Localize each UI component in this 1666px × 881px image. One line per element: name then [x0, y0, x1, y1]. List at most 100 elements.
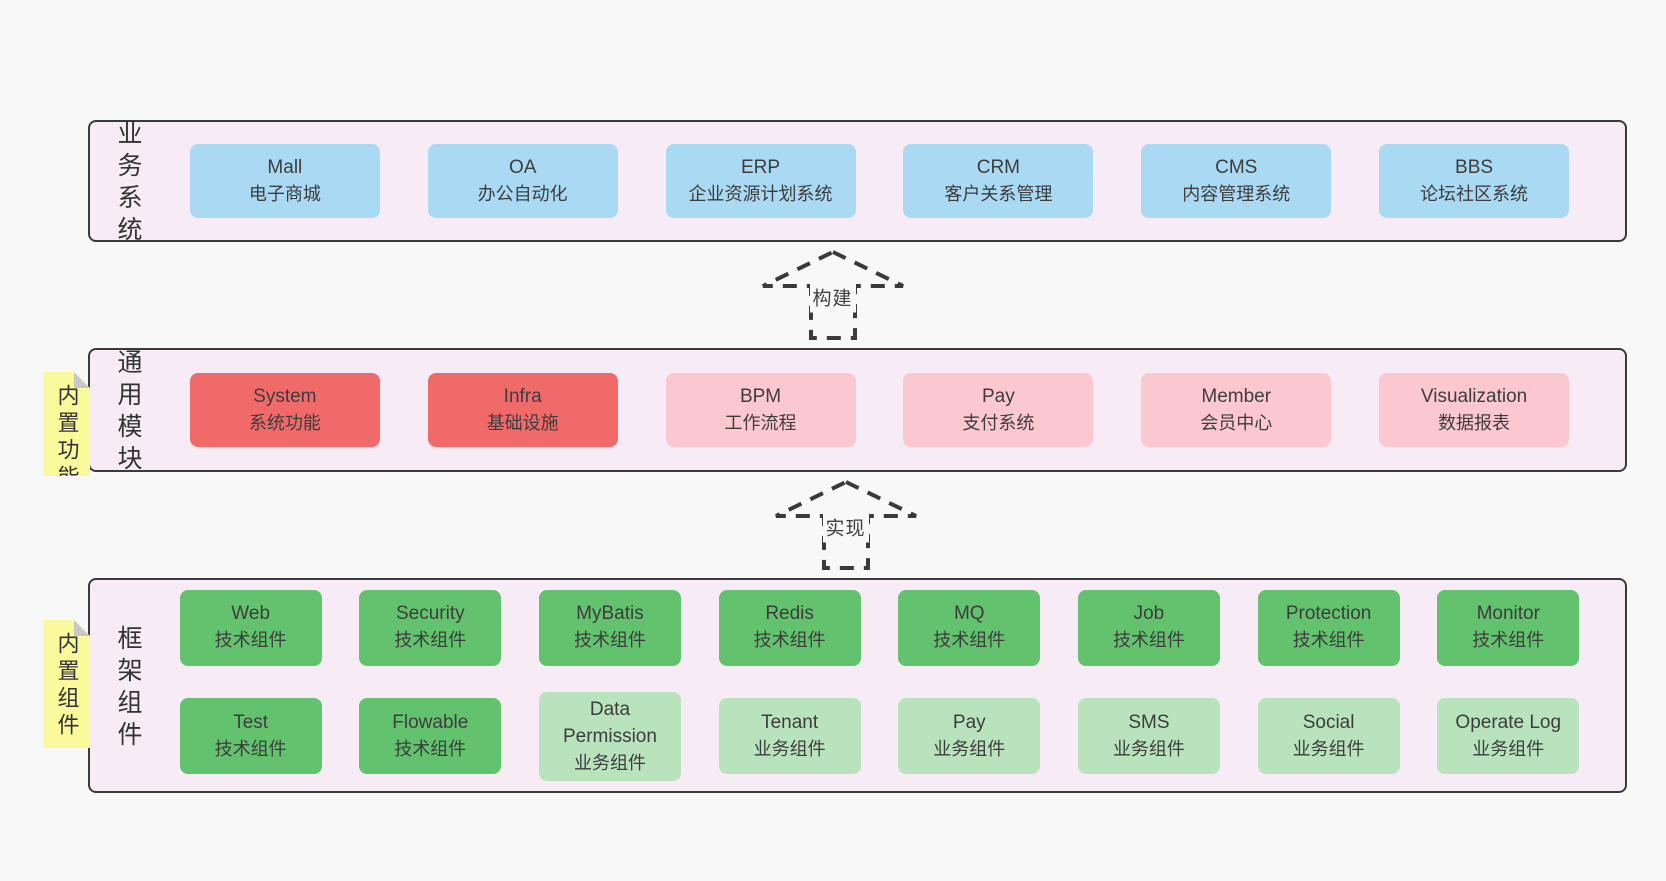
layer-business-systems-cards: Mall 电子商城 OA 办公自动化 ERP 企业资源计划系统 CRM 客户关系… — [142, 122, 1625, 240]
card-title: Infra — [503, 385, 542, 407]
card-title: Operate Log — [1455, 712, 1562, 734]
card-subtitle: 业务组件 — [933, 739, 1006, 760]
card-mall: Mall 电子商城 — [189, 144, 380, 218]
card-subtitle: 技术组件 — [933, 630, 1006, 651]
layer-framework-components-label: 框架组件 — [114, 624, 142, 753]
card-subtitle: 会员中心 — [1200, 412, 1273, 433]
card-bbs: BBS 论坛社区系统 — [1379, 144, 1570, 218]
card-subtitle: 数据报表 — [1438, 412, 1511, 433]
card-subtitle: 技术组件 — [1112, 630, 1185, 651]
card-title: Data Permission — [562, 698, 657, 747]
card-cms: CMS 内容管理系统 — [1141, 144, 1332, 218]
diagram-body: 业务系统 Mall 电子商城 OA 办公自动化 ERP 企业资源计划系统 — [88, 120, 1627, 793]
card-redis: Redis 技术组件 — [718, 589, 861, 666]
card-subtitle: 电子商城 — [248, 183, 321, 204]
arrow-zone-build: 构建 — [88, 242, 1627, 348]
card-title: Flowable — [392, 712, 469, 734]
card-title: System — [253, 385, 317, 407]
sticky-note-text: 内置功能 — [54, 384, 80, 492]
card-row-business: Test 技术组件 Flowable 技术组件 Data Permission … — [142, 691, 1617, 782]
card-title: Monitor — [1476, 603, 1540, 625]
card-title: Pay — [952, 712, 986, 734]
card-subtitle: 论坛社区系统 — [1420, 183, 1529, 204]
card-mq: MQ 技术组件 — [898, 589, 1041, 666]
layer-common-modules-label: 通用模块 — [114, 349, 142, 477]
arrow-zone-implement: 实现 — [88, 472, 1627, 578]
card-flowable: Flowable 技术组件 — [359, 698, 502, 775]
card-sms: SMS 业务组件 — [1077, 698, 1220, 775]
card-title: CMS — [1215, 156, 1258, 178]
card-pay-system: Pay 支付系统 — [903, 373, 1094, 447]
card-subtitle: 技术组件 — [394, 630, 467, 651]
card-erp: ERP 企业资源计划系统 — [665, 144, 856, 218]
card-title: MQ — [953, 603, 985, 625]
dashed-up-arrow-icon — [761, 249, 904, 340]
card-title: Test — [233, 712, 269, 734]
card-tenant: Tenant 业务组件 — [718, 698, 861, 775]
card-subtitle: 业务组件 — [1292, 739, 1365, 760]
card-title: Protection — [1285, 603, 1372, 625]
layer-common-modules: 内置功能 通用模块 System 系统功能 Infra 基础设施 BPM 工作流… — [88, 348, 1627, 472]
card-title: Redis — [765, 603, 814, 625]
card-title: Security — [395, 603, 465, 625]
sticky-note-built-in-components: 内置组件 — [43, 620, 90, 748]
card-web: Web 技术组件 — [179, 589, 322, 666]
card-bpm: BPM 工作流程 — [665, 373, 856, 447]
card-row: System 系统功能 Infra 基础设施 BPM 工作流程 Pay 支付系统 — [142, 373, 1617, 447]
card-subtitle: 技术组件 — [214, 630, 287, 651]
layer-business-systems-label: 业务系统 — [114, 120, 142, 248]
card-title: ERP — [740, 156, 781, 178]
card-title: Tenant — [761, 712, 819, 734]
card-title: Member — [1201, 385, 1272, 407]
card-subtitle: 业务组件 — [573, 752, 646, 773]
card-pay-business: Pay 业务组件 — [898, 698, 1041, 775]
sticky-note-text: 内置组件 — [54, 632, 80, 740]
card-subtitle: 支付系统 — [962, 412, 1035, 433]
card-subtitle: 业务组件 — [753, 739, 826, 760]
card-job: Job 技术组件 — [1077, 589, 1220, 666]
card-subtitle: 办公自动化 — [477, 183, 568, 204]
card-subtitle: 业务组件 — [1472, 739, 1545, 760]
build-arrow: 构建 — [758, 249, 908, 341]
card-subtitle: 技术组件 — [573, 630, 646, 651]
card-subtitle: 内容管理系统 — [1182, 183, 1291, 204]
card-oa: OA 办公自动化 — [427, 144, 618, 218]
card-title: Pay — [982, 385, 1015, 407]
card-test: Test 技术组件 — [179, 698, 322, 775]
implement-arrow-label: 实现 — [822, 511, 869, 543]
card-member: Member 会员中心 — [1141, 373, 1332, 447]
card-subtitle: 技术组件 — [214, 739, 287, 760]
card-title: Social — [1302, 712, 1355, 734]
card-protection: Protection 技术组件 — [1257, 589, 1400, 666]
dashed-up-arrow-icon — [774, 479, 917, 570]
card-title: BBS — [1455, 156, 1494, 178]
implement-arrow: 实现 — [771, 479, 921, 571]
card-subtitle: 业务组件 — [1112, 739, 1185, 760]
card-system: System 系统功能 — [189, 373, 380, 447]
card-mybatis: MyBatis 技术组件 — [538, 589, 681, 666]
card-title: Visualization — [1420, 385, 1528, 407]
layer-framework-components: 内置组件 框架组件 Web 技术组件 Security 技术组件 MyBatis… — [88, 578, 1627, 793]
card-subtitle: 企业资源计划系统 — [688, 183, 833, 204]
card-visualization: Visualization 数据报表 — [1379, 373, 1570, 447]
card-title: Web — [231, 603, 271, 625]
card-title: Job — [1133, 603, 1165, 625]
card-subtitle: 技术组件 — [394, 739, 467, 760]
card-subtitle: 系统功能 — [248, 412, 321, 433]
build-arrow-label: 构建 — [809, 281, 856, 313]
layer-framework-components-cards: Web 技术组件 Security 技术组件 MyBatis 技术组件 Redi… — [142, 580, 1625, 791]
card-security: Security 技术组件 — [359, 589, 502, 666]
card-subtitle: 技术组件 — [753, 630, 826, 651]
card-title: CRM — [976, 156, 1021, 178]
sticky-note-built-in-features: 内置功能 — [43, 372, 90, 476]
card-infra: Infra 基础设施 — [427, 373, 618, 447]
card-title: BPM — [739, 385, 782, 407]
card-subtitle: 工作流程 — [724, 412, 797, 433]
card-crm: CRM 客户关系管理 — [903, 144, 1094, 218]
card-title: MyBatis — [576, 603, 644, 625]
card-title: OA — [508, 156, 537, 178]
card-social: Social 业务组件 — [1257, 698, 1400, 775]
card-subtitle: 技术组件 — [1292, 630, 1365, 651]
layer-common-modules-cards: System 系统功能 Infra 基础设施 BPM 工作流程 Pay 支付系统 — [142, 350, 1625, 470]
